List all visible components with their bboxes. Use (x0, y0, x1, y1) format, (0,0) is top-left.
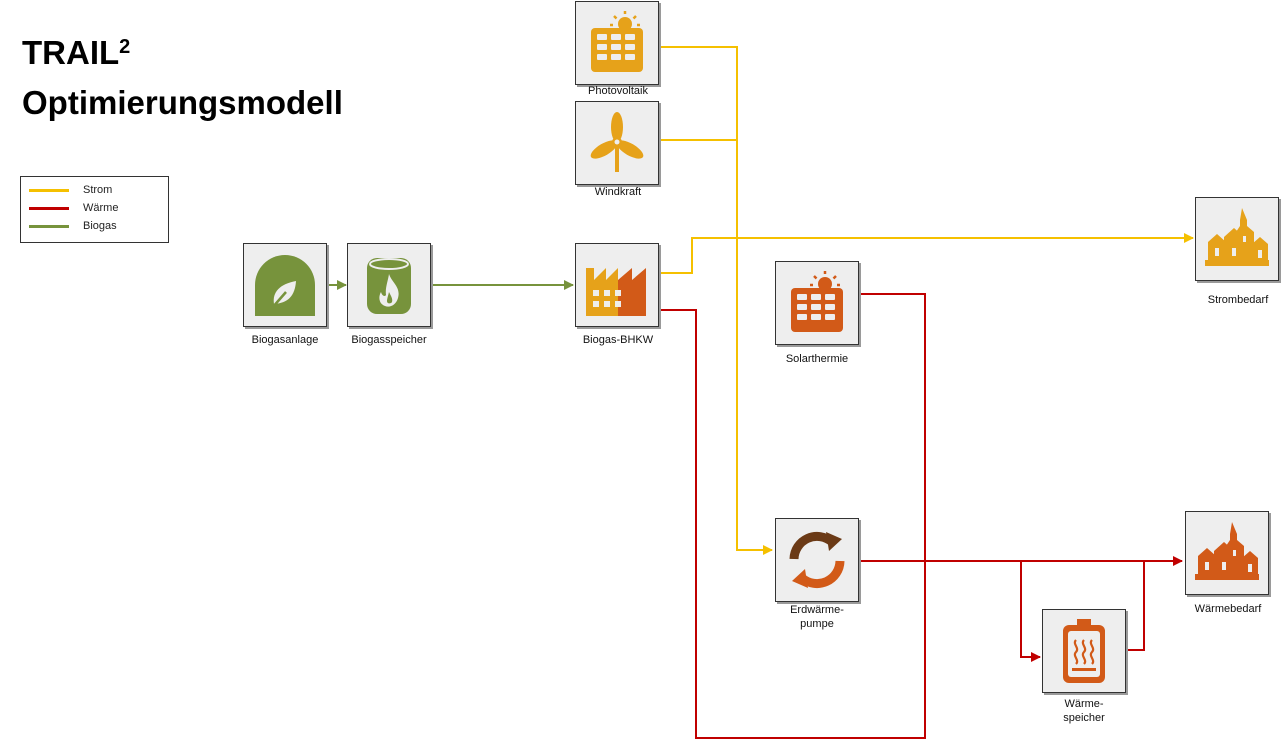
page-title: TRAIL2 Optimierungsmodell (22, 28, 343, 128)
legend-label-waerme: Wärme (83, 202, 119, 214)
waerme-line-to-storage (1020, 561, 1041, 662)
biogas-plant-icon (255, 255, 315, 316)
solar-panel-icon (591, 11, 643, 72)
legend-swatch-biogas (29, 224, 69, 228)
strom-line-bhkw (661, 233, 1194, 274)
waerme-line-from-storage (1128, 561, 1145, 651)
label-waermebedarf: Wärmebedarf (1194, 603, 1262, 615)
strom-line-pv (661, 46, 773, 555)
title-main: TRAIL (22, 34, 120, 71)
village-icon (1195, 522, 1259, 580)
node-solarthermie[interactable] (775, 261, 859, 345)
node-photovoltaik[interactable] (575, 1, 659, 85)
node-bhkw[interactable] (575, 243, 659, 327)
node-strombedarf[interactable] (1195, 197, 1279, 281)
solar-panel-icon (791, 271, 843, 332)
heat-storage-icon (1063, 619, 1105, 683)
wind-turbine-icon (590, 112, 644, 172)
node-windkraft[interactable] (575, 101, 659, 185)
title-subtitle: Optimierungsmodell (22, 84, 343, 121)
legend-label-strom: Strom (83, 184, 113, 196)
node-waermespeicher[interactable] (1042, 609, 1126, 693)
label-strombedarf: Strombedarf (1207, 294, 1269, 306)
legend: Strom Wärme Biogas (20, 176, 169, 243)
legend-item-strom: Strom (29, 182, 112, 198)
label-windkraft: Windkraft (594, 186, 642, 198)
cycle-arrows-icon (789, 531, 845, 589)
gas-tank-icon (367, 258, 411, 314)
node-biogasanlage[interactable] (243, 243, 327, 327)
village-icon (1205, 208, 1269, 266)
legend-label-biogas: Biogas (83, 220, 117, 232)
label-biogasanlage: Biogasanlage (251, 334, 319, 346)
label-photovoltaik: Photovoltaik (588, 85, 648, 97)
label-waermepumpe: Erdwärme- pumpe (790, 604, 844, 630)
label-bhkw: Biogas-BHKW (582, 334, 654, 346)
factory-icon (586, 268, 646, 316)
label-solarthermie: Solarthermie (785, 353, 849, 365)
node-waermebedarf[interactable] (1185, 511, 1269, 595)
waerme-line-bhkw (661, 293, 926, 739)
legend-item-waerme: Wärme (29, 200, 118, 216)
node-waermepumpe[interactable] (775, 518, 859, 602)
legend-item-biogas: Biogas (29, 218, 117, 234)
label-biogasspeicher: Biogasspeicher (351, 334, 427, 346)
legend-swatch-strom (29, 188, 69, 192)
label-waermespeicher: Wärme- speicher (1063, 698, 1105, 724)
title-superscript: 2 (119, 36, 131, 58)
legend-swatch-waerme (29, 206, 69, 210)
node-biogasspeicher[interactable] (347, 243, 431, 327)
